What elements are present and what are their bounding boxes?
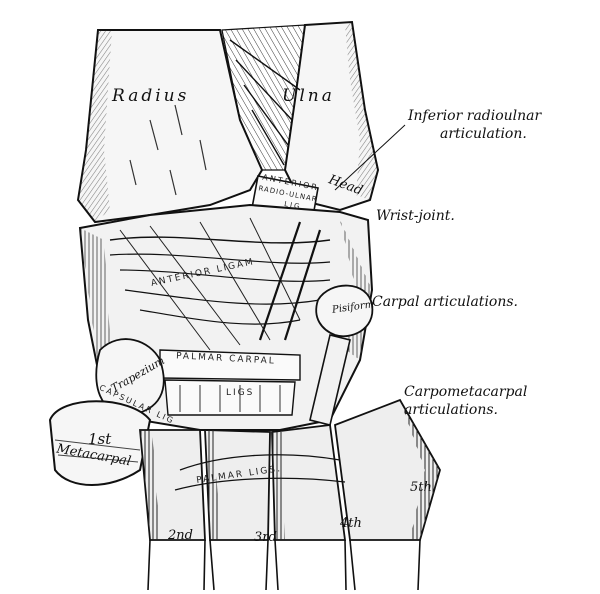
leader-line-radioulnar — [334, 124, 406, 191]
inferior-radioulnar-label-line2: articulation. — [440, 126, 527, 142]
pisiform-bone — [309, 284, 374, 426]
ulna-label: Ulna — [282, 86, 335, 106]
ulna-bone — [283, 20, 380, 212]
first-label: 1st — [88, 430, 112, 448]
radius-bone — [76, 29, 264, 224]
fifth-label: 5th — [410, 480, 432, 495]
ligs-label: LIGS — [226, 388, 255, 398]
metacarpals — [139, 398, 441, 591]
second-label: 2nd — [168, 528, 193, 543]
wrist-joint-label: Wrist-joint. — [376, 208, 455, 224]
fourth-label: 4th — [340, 516, 362, 531]
interosseous-membrane — [221, 24, 306, 171]
third-label: 3rd — [254, 530, 277, 545]
palmar-carpal-ligaments — [159, 349, 301, 416]
carpometacarpal-label-line2: articulations. — [404, 402, 499, 418]
radius-label: Radius — [112, 86, 190, 106]
anterior-ligament-bands — [109, 217, 331, 351]
carpometacarpal-label-line1: Carpometacarpal — [404, 384, 528, 400]
carpal-articulations-label: Carpal articulations. — [372, 294, 518, 310]
inferior-radioulnar-label-line1: Inferior radioulnar — [408, 108, 542, 124]
